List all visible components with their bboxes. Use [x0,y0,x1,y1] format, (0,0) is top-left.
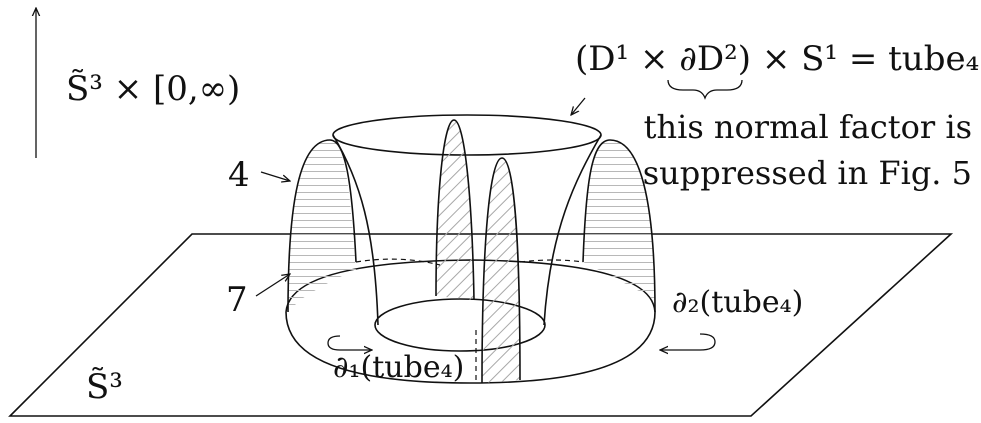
base-space-label: S̃³ [86,367,123,407]
top-rim [332,114,602,156]
left-leg-outline [287,139,357,313]
left-throat-curve [332,134,379,326]
boundary-2-label: ∂₂(tube₄) [672,285,803,320]
arrow-to-top-rim [571,97,586,115]
boundary-1-label: ∂₁(tube₄) [333,350,464,385]
base-plane [8,233,954,417]
hidden-arc-right [519,259,584,263]
arrow-marker-7 [255,274,290,297]
left-leg-surface [288,140,356,312]
note-line-1: this normal factor is [644,108,972,146]
inner-hole [374,298,546,352]
note-line-2: suppressed in Fig. 5 [643,154,972,192]
hook-arrow-boundary-1 [327,335,372,350]
front-sheet-surface [482,158,520,383]
right-throat-curve [543,134,602,326]
back-sheet-surface [436,120,474,300]
underbrace [667,79,743,100]
front-sheet-outline [481,157,521,384]
marker-4-label: 4 [228,155,250,195]
tube-equation: (D¹ × ∂D²) × S¹ = tube₄ [575,39,979,79]
ambient-space-label: S̃³ × [0,∞) [66,69,240,109]
hook-arrow-boundary-2 [660,333,716,350]
hidden-arc-left [355,258,441,266]
outer-ring-front [285,311,656,384]
back-sheet-outline [435,119,475,301]
right-leg-surface [583,140,655,312]
right-leg-outline [582,139,656,313]
arrow-marker-4 [260,171,290,181]
marker-7-label: 7 [226,280,248,320]
